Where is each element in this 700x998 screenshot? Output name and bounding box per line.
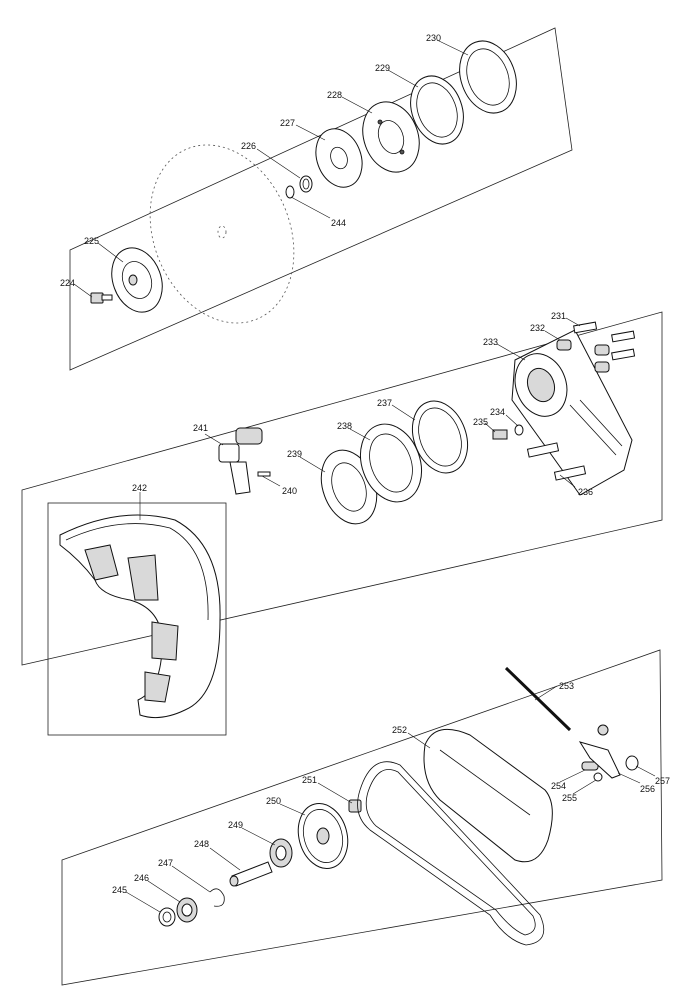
part-247-retaining-ring (209, 888, 225, 907)
part-234-o-ring (514, 424, 524, 436)
part-248-shaft (229, 861, 273, 887)
label-246: 246 (134, 873, 149, 883)
belt (357, 761, 545, 946)
label-231: 231 (551, 311, 566, 321)
label-252: 252 (392, 725, 407, 735)
group-box-middle (21, 311, 663, 666)
part-224-bolt (90, 292, 113, 304)
part-228-plate (362, 101, 420, 173)
label-233: 233 (483, 337, 498, 347)
label-240: 240 (282, 486, 297, 496)
part-242-blade-guard (59, 514, 221, 719)
part-229-ring (410, 75, 464, 145)
label-226: 226 (241, 141, 256, 151)
part-235-bolt (492, 429, 508, 440)
part-231-bolts (573, 321, 636, 361)
part-253-long-bolt (504, 666, 572, 732)
part-254-spring (581, 761, 599, 771)
group-box-bottom (61, 649, 663, 986)
label-237: 237 (377, 398, 392, 408)
label-232: 232 (530, 323, 545, 333)
part-244-ring (285, 185, 295, 199)
part-249-bearing (269, 838, 293, 868)
label-248: 248 (194, 839, 209, 849)
label-242: 242 (132, 483, 147, 493)
label-256: 256 (640, 784, 655, 794)
label-224: 224 (60, 278, 75, 288)
label-225: 225 (84, 236, 99, 246)
label-253: 253 (559, 681, 574, 691)
label-235: 235 (473, 417, 488, 427)
part-232-springs (556, 339, 610, 373)
label-251: 251 (302, 775, 317, 785)
belt-inner-edge (365, 769, 536, 936)
leader-lines (73, 39, 656, 913)
label-255: 255 (562, 793, 577, 803)
label-247: 247 (158, 858, 173, 868)
label-249: 249 (228, 820, 243, 830)
label-238: 238 (337, 421, 352, 431)
part-255-washer (593, 772, 603, 782)
part-237-ring (411, 400, 469, 474)
label-245: 245 (112, 885, 127, 895)
part-251-nut (348, 799, 362, 813)
subgroup-box-blade-guard (47, 502, 227, 736)
part-256-top-nut (597, 724, 609, 736)
part-238-gasket-plate (360, 423, 422, 503)
label-254: 254 (551, 781, 566, 791)
part-250-pulley (297, 803, 349, 869)
part-233-gear-housing (511, 329, 633, 496)
label-230: 230 (426, 33, 441, 43)
part-256-plate (578, 741, 621, 779)
part-241-lever (218, 427, 263, 495)
label-229: 229 (375, 63, 390, 73)
part-257-nut (625, 755, 639, 771)
label-234: 234 (490, 407, 505, 417)
part-240-screw (257, 471, 271, 477)
part-225-outer-flange (111, 247, 163, 313)
label-257: 257 (655, 776, 670, 786)
label-241: 241 (193, 423, 208, 433)
label-236: 236 (578, 487, 593, 497)
part-252-belt-cover (423, 728, 553, 863)
label-228: 228 (327, 90, 342, 100)
part-230-cover (459, 40, 517, 114)
label-239: 239 (287, 449, 302, 459)
part-246-bearing (176, 897, 198, 923)
label-227: 227 (280, 118, 295, 128)
part-226-ring (299, 175, 313, 193)
group-box-top (69, 27, 573, 371)
saw-blade-arbor-hole (217, 225, 227, 239)
saw-blade-outline (149, 144, 295, 324)
part-245-bearing (158, 907, 176, 927)
label-244: 244 (331, 218, 346, 228)
label-250: 250 (266, 796, 281, 806)
part-227-inner-flange (315, 128, 363, 188)
